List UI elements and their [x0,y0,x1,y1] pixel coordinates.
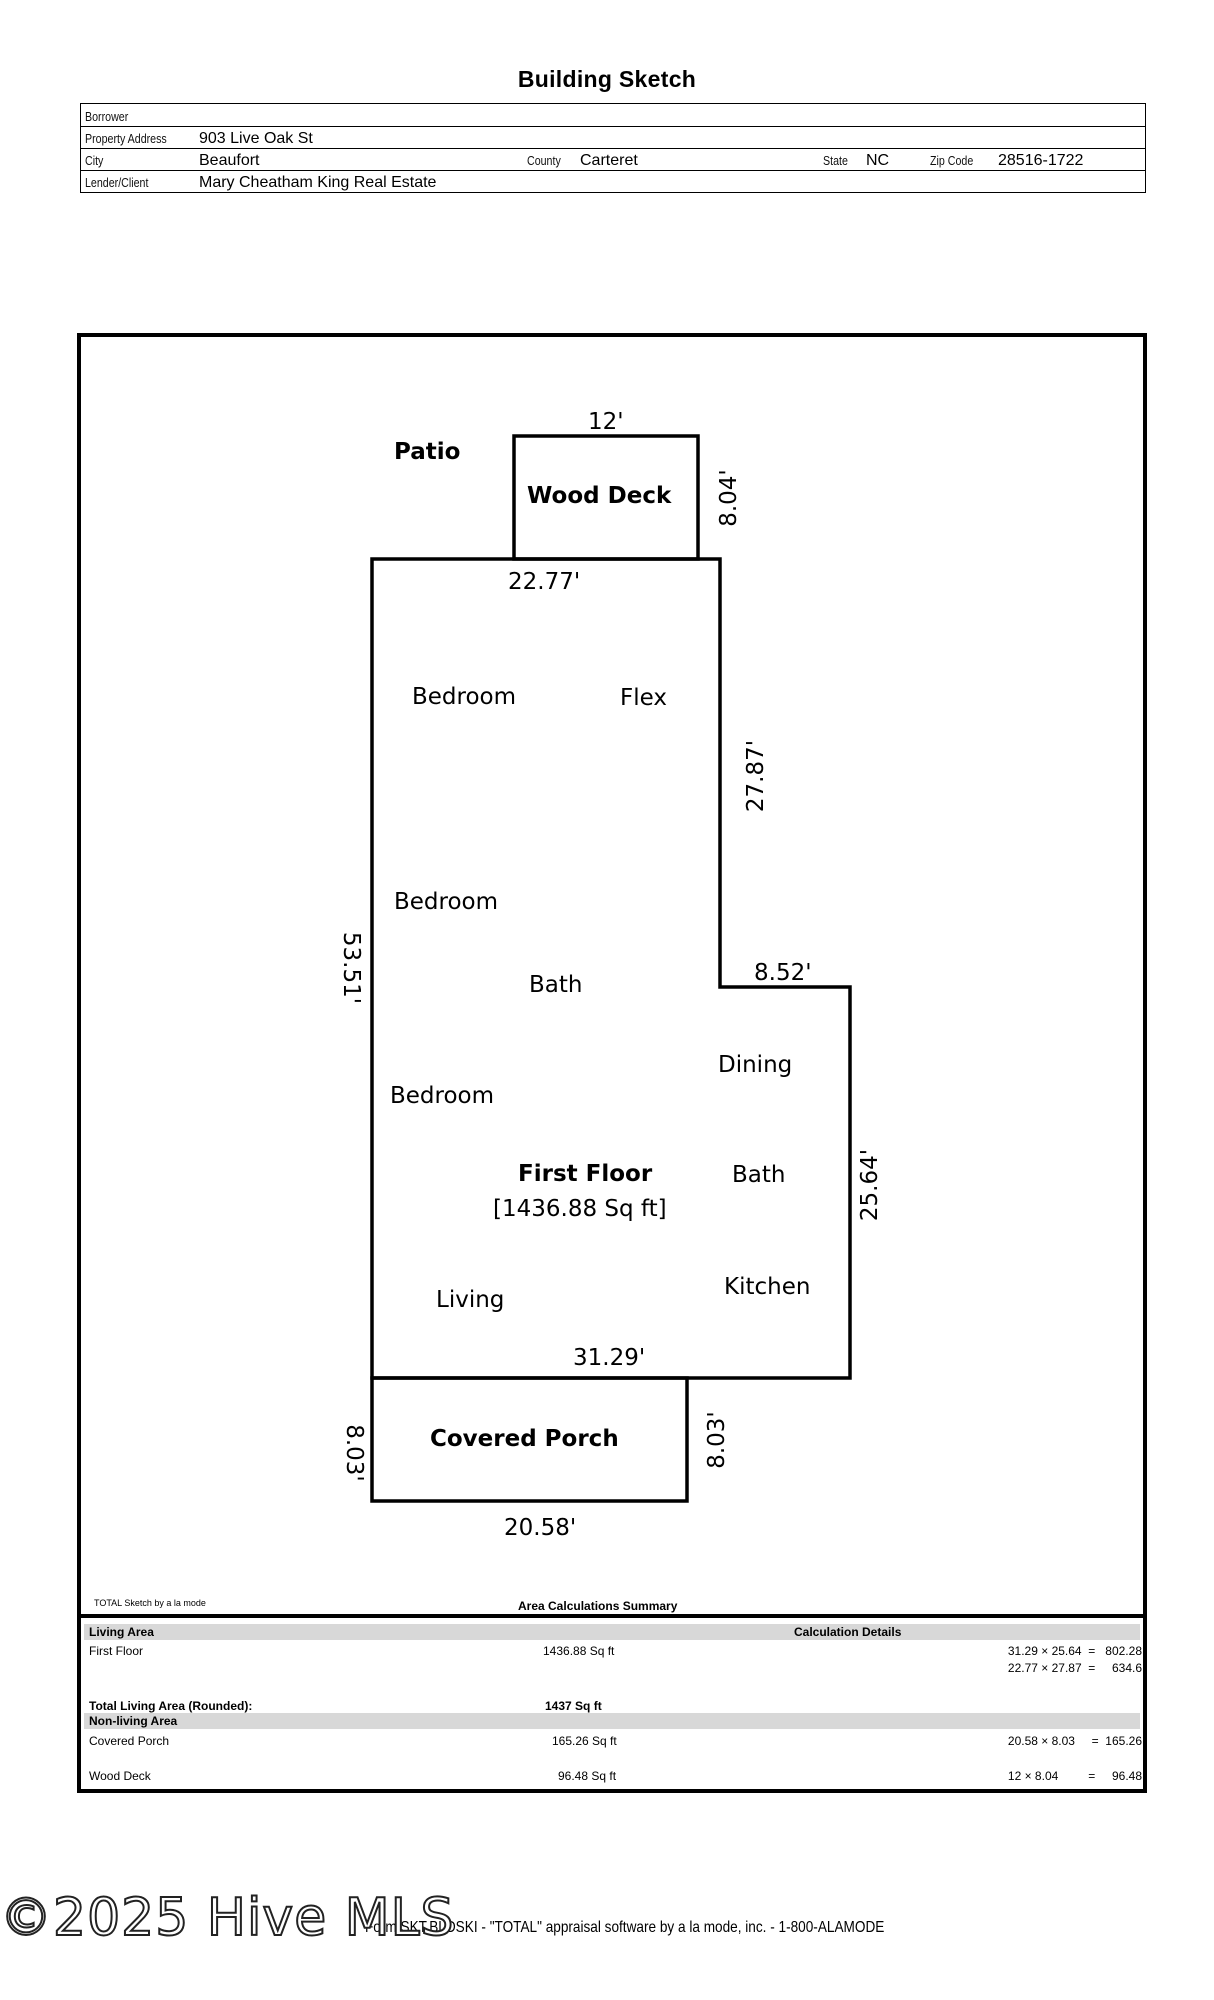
porch-row-area: 165.26 Sq ft [552,1734,617,1748]
address-value: 903 Live Oak St [199,130,313,147]
living-area-header-bar [84,1624,1140,1640]
porch-row-label: Covered Porch [89,1734,170,1748]
lender-label: Lender/Client [85,175,149,190]
city-label: City [85,153,104,168]
property-info-table: Borrower Property Address 903 Live Oak S… [80,103,1146,193]
bath-label-1: Bath [529,972,582,998]
borrower-row: Borrower [81,104,1145,127]
address-row: Property Address 903 Live Oak St [81,126,1145,149]
nonliving-header-bar [84,1713,1140,1729]
lender-row: Lender/Client Mary Cheatham King Real Es… [81,170,1145,192]
wood-deck-label: Wood Deck [527,483,672,509]
address-label: Property Address [85,131,167,146]
sketch-frame [77,333,1147,1793]
first-floor-calc-2: 22.77 × 27.87 = 634.6 [1007,1661,1142,1675]
total-living-value: 1437 Sq ft [545,1699,602,1713]
porch-left-dimension: 8.03' [341,1424,367,1482]
main-left-dimension: 53.51' [338,932,364,1004]
zip-label: Zip Code [930,153,974,168]
main-right-upper-dimension: 27.87' [743,740,769,812]
deck-row-label: Wood Deck [89,1769,151,1783]
state-value: NC [866,152,890,169]
main-bottom-dimension: 31.29' [573,1345,645,1371]
deck-right-dimension: 8.04' [716,469,742,527]
bedroom-label-2: Bedroom [394,889,498,915]
first-floor-row-area: 1436.88 Sq ft [543,1644,615,1658]
form-footer-note: Form SKT.BLDSKI - "TOTAL" appraisal soft… [365,1919,885,1936]
county-label: County [527,153,561,168]
sketch-credit: TOTAL Sketch by a la mode [94,1598,206,1608]
lender-value: Mary Cheatham King Real Estate [199,174,437,191]
patio-label: Patio [394,439,460,465]
living-area-header: Living Area [89,1625,154,1639]
porch-right-dimension: 8.03' [704,1411,730,1469]
dining-label: Dining [718,1052,792,1078]
deck-row-calc: 12 × 8.04 = 96.48 [1007,1769,1142,1783]
deck-top-dimension: 12' [588,409,624,435]
bedroom-label-3: Bedroom [390,1083,494,1109]
covered-porch-outline [370,1376,689,1503]
main-top-dimension: 22.77' [508,569,580,595]
first-floor-row-label: First Floor [89,1644,143,1658]
state-label: State [823,153,848,168]
copyright-watermark: ©2025 Hive MLS [0,1887,455,1949]
bath-label-2: Bath [732,1162,785,1188]
first-floor-calc-1: 31.29 × 25.64 = 802.28 [1007,1644,1142,1658]
total-living-label: Total Living Area (Rounded): [89,1699,253,1713]
borrower-label: Borrower [85,109,129,124]
calc-details-header: Calculation Details [794,1625,902,1639]
porch-row-calc: 20.58 × 8.03 = 165.26 [1007,1734,1142,1748]
city-value: Beaufort [199,152,260,169]
bedroom-label-1: Bedroom [412,684,516,710]
kitchen-label: Kitchen [724,1274,810,1300]
city-row: City Beaufort County Carteret State NC Z… [81,148,1145,171]
zip-value: 28516-1722 [998,152,1084,169]
first-floor-label: First Floor [518,1161,653,1187]
summary-title: Area Calculations Summary [518,1599,678,1613]
porch-bottom-dimension: 20.58' [504,1515,576,1541]
covered-porch-label: Covered Porch [430,1426,619,1452]
step-dimension: 8.52' [754,960,812,986]
county-value: Carteret [580,152,638,169]
nonliving-header: Non-living Area [89,1714,178,1728]
summary-divider [77,1614,1147,1618]
flex-label: Flex [620,685,667,711]
deck-row-area: 96.48 Sq ft [558,1769,617,1783]
page-title: Building Sketch [517,66,697,92]
first-floor-area-label: [1436.88 Sq ft] [493,1196,667,1222]
living-label: Living [436,1287,504,1313]
main-right-lower-dimension: 25.64' [857,1149,883,1221]
